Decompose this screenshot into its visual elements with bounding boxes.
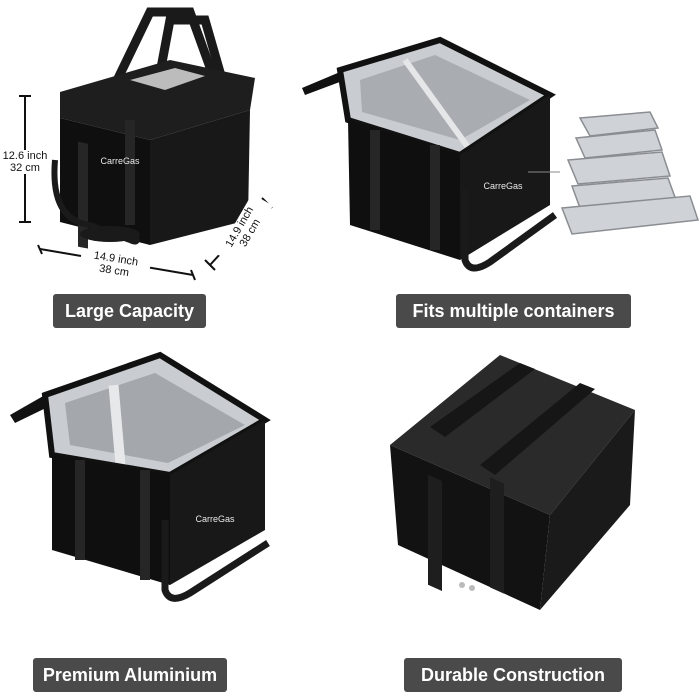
height-cm: 32 cm [10,162,40,174]
panel-premium-aluminium: CarreGas Premium Aluminium [0,345,350,700]
panel-large-capacity: CarreGas 12.6 inch 32 cm 14.9 inch 38 cm… [0,0,350,345]
brand-label-open: CarreGas [483,181,523,191]
closed-bag-illustration [51,7,255,249]
height-label: 12.6 inch 32 cm [0,150,50,174]
caption-large-capacity: Large Capacity [53,294,206,328]
panel-durable-construction: Durable Construction [350,345,700,700]
panel-fits-containers: CarreGas Fits multiple containers [302,0,700,345]
caption-premium-aluminium: Premium Aluminium [33,658,227,692]
brand-label-closed: CarreGas [100,156,140,166]
height-inch: 12.6 inch [2,150,48,162]
durable-bag-illustration [390,355,635,610]
brand-label-aluminium: CarreGas [195,514,235,524]
foil-containers [560,111,700,235]
aluminium-bag-illustration [10,351,271,602]
open-bag-illustration [302,36,700,272]
caption-durable-construction: Durable Construction [404,658,622,692]
caption-fits-containers: Fits multiple containers [396,294,631,328]
